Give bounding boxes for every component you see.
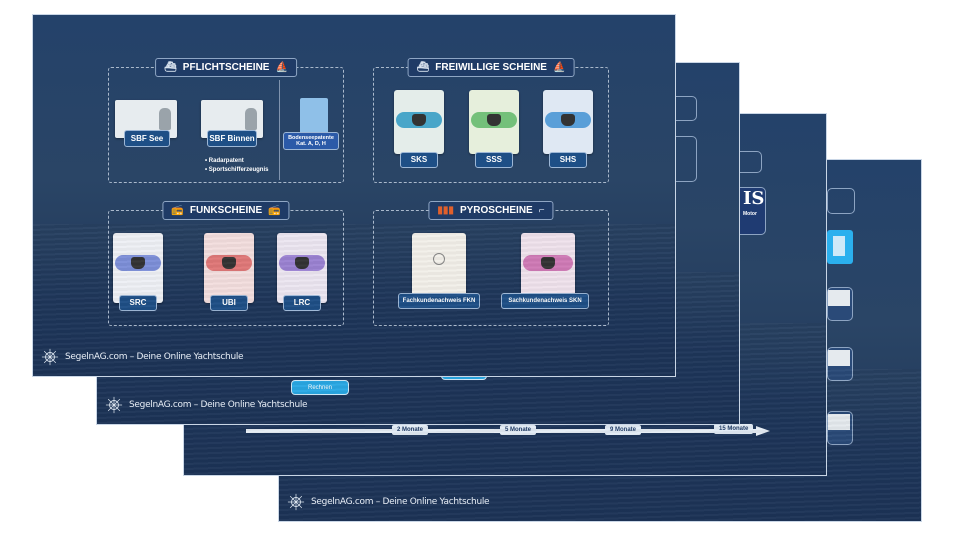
sks-label[interactable]: SKS bbox=[400, 152, 438, 168]
group-title: FUNKSCHEINE bbox=[189, 205, 263, 216]
label-line: Bodenseepatente bbox=[288, 134, 334, 141]
pflichtscheine-header: ⛴ PFLICHTSCHEINE ⛵ bbox=[155, 58, 297, 77]
slide-1[interactable]: ⛴ PFLICHTSCHEINE ⛵ SBF See SBF Binnen • … bbox=[32, 14, 676, 377]
license-card-fragment[interactable] bbox=[827, 411, 853, 445]
flare-gun-icon: ⌐ bbox=[538, 205, 545, 216]
footer-text: SegelnAG.com – Deine Online Yachtschule bbox=[65, 352, 244, 362]
bodensee-label[interactable]: Bodenseepatente Kat. A, D, H bbox=[283, 132, 339, 150]
ubi-label[interactable]: UBI bbox=[210, 295, 248, 311]
radio-icon: 📻 bbox=[171, 205, 184, 216]
src-card-image bbox=[113, 233, 163, 303]
sss-label[interactable]: SSS bbox=[475, 152, 513, 168]
timeline-label: 2 Monate bbox=[392, 425, 429, 435]
fkn-label[interactable]: Fachkundenachweis FKN bbox=[398, 293, 480, 309]
pyroscheine-header: ▮▮▮ PYROSCHEINE ⌐ bbox=[428, 201, 554, 220]
license-card-fragment[interactable] bbox=[827, 287, 853, 321]
ubi-card-image bbox=[204, 233, 254, 303]
group-title: FREIWILLIGE SCHEINE bbox=[435, 62, 547, 73]
bullet-list: • Radarpatent • Sportschifferzeugnis bbox=[205, 157, 268, 175]
group-title: PFLICHTSCHEINE bbox=[182, 62, 270, 73]
skn-card-image bbox=[521, 233, 575, 299]
license-card-fragment[interactable] bbox=[827, 347, 853, 381]
shs-card-image bbox=[543, 90, 593, 154]
fragment-title: IS bbox=[743, 188, 765, 209]
timeline-arrow-icon bbox=[756, 426, 770, 436]
slide-footer: SegelnAG.com – Deine Online Yachtschule bbox=[41, 348, 244, 366]
pyroscheine-group: ▮▮▮ PYROSCHEINE ⌐ Fachkundenachweis FKN … bbox=[373, 201, 609, 326]
group-title: PYROSCHEINE bbox=[459, 205, 533, 216]
motorboat-icon: ⛴ bbox=[164, 62, 177, 73]
footer-text: SegelnAG.com – Deine Online Yachtschule bbox=[311, 497, 490, 507]
lrc-label[interactable]: LRC bbox=[283, 295, 321, 311]
sailboat-icon: ⛵ bbox=[275, 62, 288, 73]
sks-card-image bbox=[394, 90, 444, 154]
fragment-subtitle: Motor bbox=[743, 211, 757, 217]
sbf-see-label[interactable]: SBF See bbox=[124, 130, 170, 147]
sailboat-icon: ⛵ bbox=[552, 62, 566, 73]
sbf-binnen-label[interactable]: SBF Binnen bbox=[207, 130, 257, 147]
divider bbox=[279, 80, 280, 180]
lrc-card-image bbox=[277, 233, 327, 303]
bullet-item: • Radarpatent bbox=[205, 158, 244, 164]
footer-text: SegelnAG.com – Deine Online Yachtschule bbox=[129, 400, 308, 410]
ship-wheel-icon bbox=[105, 396, 123, 414]
flare-icon: ▮▮▮ bbox=[437, 205, 454, 216]
slide-footer: SegelnAG.com – Deine Online Yachtschule bbox=[105, 396, 308, 414]
freiwillige-scheine-group: ⛴ FREIWILLIGE SCHEINE ⛵ SKS SSS SHS bbox=[373, 58, 609, 183]
fkn-card-image bbox=[412, 233, 466, 299]
funkscheine-group: 📻 FUNKSCHEINE 📻 SRC UBI LRC bbox=[108, 201, 344, 326]
radio-icon: 📻 bbox=[268, 205, 281, 216]
timeline-label: 15 Monate bbox=[714, 424, 754, 434]
ship-wheel-icon bbox=[41, 348, 59, 366]
timeline-label: 9 Monate bbox=[605, 425, 642, 435]
content-box-fragment bbox=[827, 188, 855, 214]
funkscheine-header: 📻 FUNKSCHEINE 📻 bbox=[162, 201, 290, 220]
license-card-fragment-cyan[interactable] bbox=[827, 230, 853, 264]
bullet-item: • Sportschifferzeugnis bbox=[205, 167, 269, 173]
skn-label[interactable]: Sachkundenachweis SKN bbox=[501, 293, 589, 309]
label-line: Kat. A, D, H bbox=[296, 141, 326, 147]
src-label[interactable]: SRC bbox=[119, 295, 157, 311]
timeline-label: 5 Monate bbox=[500, 425, 537, 435]
shs-label[interactable]: SHS bbox=[549, 152, 587, 168]
ship-wheel-icon bbox=[287, 493, 305, 511]
pflichtscheine-group: ⛴ PFLICHTSCHEINE ⛵ SBF See SBF Binnen • … bbox=[108, 58, 344, 183]
rechnen-button[interactable]: Rechnen bbox=[291, 380, 349, 395]
freiwillige-header: ⛴ FREIWILLIGE SCHEINE ⛵ bbox=[407, 58, 575, 77]
motorboat-icon: ⛴ bbox=[416, 62, 430, 73]
slide-footer: SegelnAG.com – Deine Online Yachtschule bbox=[287, 493, 490, 511]
sss-card-image bbox=[469, 90, 519, 154]
